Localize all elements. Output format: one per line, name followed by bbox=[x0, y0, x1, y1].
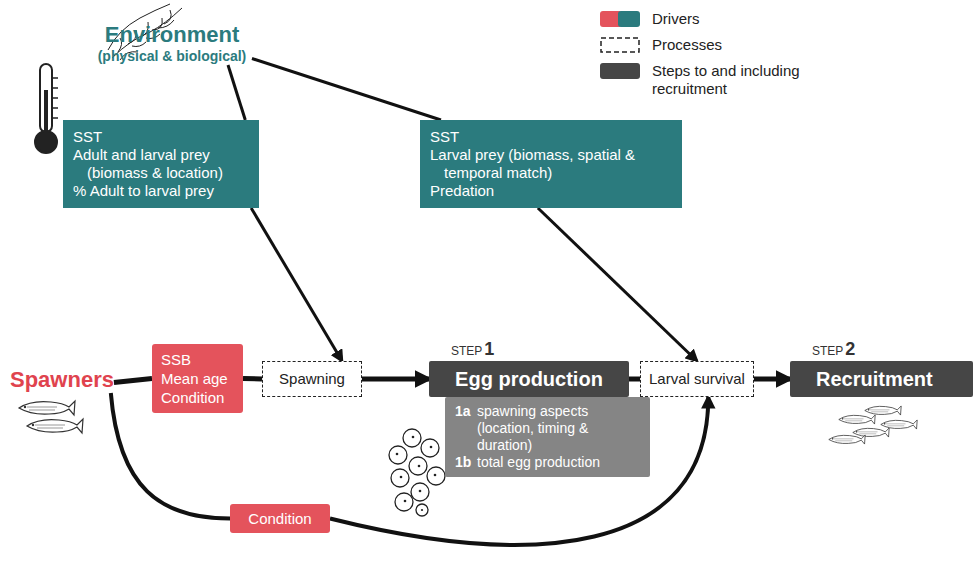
subheading-text: (physical & biological) bbox=[92, 48, 252, 65]
legend-text: Steps to and including recruitment bbox=[652, 62, 867, 98]
step-word: STEP bbox=[451, 344, 482, 358]
step-label: Recruitment bbox=[816, 368, 933, 390]
item-number: 1b bbox=[455, 454, 477, 471]
process-box: Larval survival bbox=[640, 361, 754, 397]
item-number: 1a bbox=[455, 403, 477, 454]
step-box: STEP2Recruitment bbox=[790, 361, 973, 397]
flow-connector bbox=[538, 208, 697, 361]
fish-icon bbox=[853, 428, 889, 437]
fish-icon bbox=[839, 415, 875, 424]
egg bbox=[391, 469, 409, 487]
legend-swatch bbox=[600, 63, 640, 79]
driver-item: SST bbox=[430, 128, 672, 146]
fish-icon bbox=[19, 401, 75, 415]
egg bbox=[389, 446, 407, 464]
flow-connector bbox=[629, 377, 640, 382]
flow-connector bbox=[252, 59, 441, 120]
flow-connector bbox=[228, 65, 245, 120]
driver-swatch-teal bbox=[618, 11, 640, 27]
driver-item: SSB bbox=[161, 350, 234, 369]
thermometer-fill bbox=[44, 90, 48, 134]
box-label: Larval survival bbox=[649, 370, 745, 387]
flow-connector bbox=[251, 208, 342, 361]
flow-connector bbox=[114, 379, 152, 383]
thermometer-ticks bbox=[52, 78, 58, 118]
egg bbox=[416, 504, 428, 516]
driver-item: % Adult to larval prey bbox=[73, 182, 249, 200]
spawners-heading: Spawners bbox=[10, 367, 114, 393]
process-swatch bbox=[601, 38, 639, 52]
step-word: STEP bbox=[812, 344, 843, 358]
egg bbox=[427, 467, 445, 485]
egg bbox=[409, 457, 427, 475]
driver-item: Condition bbox=[161, 388, 234, 407]
fish-icon bbox=[829, 435, 865, 444]
egg bbox=[395, 493, 413, 511]
thermometer-icon bbox=[35, 64, 58, 153]
flow-connector bbox=[243, 376, 262, 382]
fish-icon bbox=[27, 419, 83, 433]
step-box: STEP1Egg production bbox=[429, 361, 629, 397]
spawner-fish bbox=[19, 401, 83, 433]
flow-connector bbox=[330, 397, 708, 545]
step-header: STEP1 bbox=[451, 339, 494, 360]
fish-icon bbox=[865, 406, 901, 415]
egg-cluster bbox=[389, 429, 445, 516]
egg bbox=[403, 429, 421, 447]
driver-item: SST bbox=[73, 128, 249, 146]
egg bbox=[411, 483, 429, 501]
driver-item: Mean age bbox=[161, 369, 234, 388]
process-box: Spawning bbox=[262, 361, 362, 397]
step-detail-box: 1aspawning aspects (location, timing & d… bbox=[445, 397, 650, 477]
box-label: Condition bbox=[248, 510, 311, 527]
box-label: Spawning bbox=[279, 370, 345, 387]
step-number: 2 bbox=[845, 339, 855, 359]
fish-icon bbox=[881, 420, 917, 429]
thermometer-bulb bbox=[35, 131, 57, 153]
environment-driver-box: SSTLarval prey (biomass, spatial & tempo… bbox=[420, 120, 682, 208]
step-label: Egg production bbox=[455, 368, 603, 390]
environment-heading: Environment(physical & biological) bbox=[92, 22, 252, 65]
flow-connector bbox=[754, 377, 790, 382]
step-number: 1 bbox=[484, 339, 494, 359]
flow-connector bbox=[362, 377, 429, 382]
egg bbox=[421, 439, 439, 457]
legend-text: Processes bbox=[652, 36, 867, 54]
item-text: total egg production bbox=[477, 454, 640, 471]
step-header: STEP2 bbox=[812, 339, 855, 360]
spawner-driver-box: Condition bbox=[230, 504, 330, 533]
recruit-fish-school bbox=[829, 406, 917, 444]
spawner-driver-box: SSBMean ageCondition bbox=[152, 344, 243, 413]
step-shape: Egg production bbox=[429, 361, 629, 397]
driver-item: Predation bbox=[430, 182, 672, 200]
legend-text: Drivers bbox=[652, 10, 867, 28]
step-shape: Recruitment bbox=[790, 361, 973, 397]
item-text: spawning aspects (location, timing & dur… bbox=[477, 403, 640, 454]
legend-samples bbox=[600, 11, 640, 52]
driver-item: Larval prey (biomass, spatial & temporal… bbox=[430, 146, 672, 182]
driver-item: Adult and larval prey (biomass & locatio… bbox=[73, 146, 249, 182]
heading-text: Environment bbox=[92, 22, 252, 48]
heading-text: Spawners bbox=[10, 367, 114, 392]
environment-driver-box: SSTAdult and larval prey (biomass & loca… bbox=[63, 120, 259, 208]
